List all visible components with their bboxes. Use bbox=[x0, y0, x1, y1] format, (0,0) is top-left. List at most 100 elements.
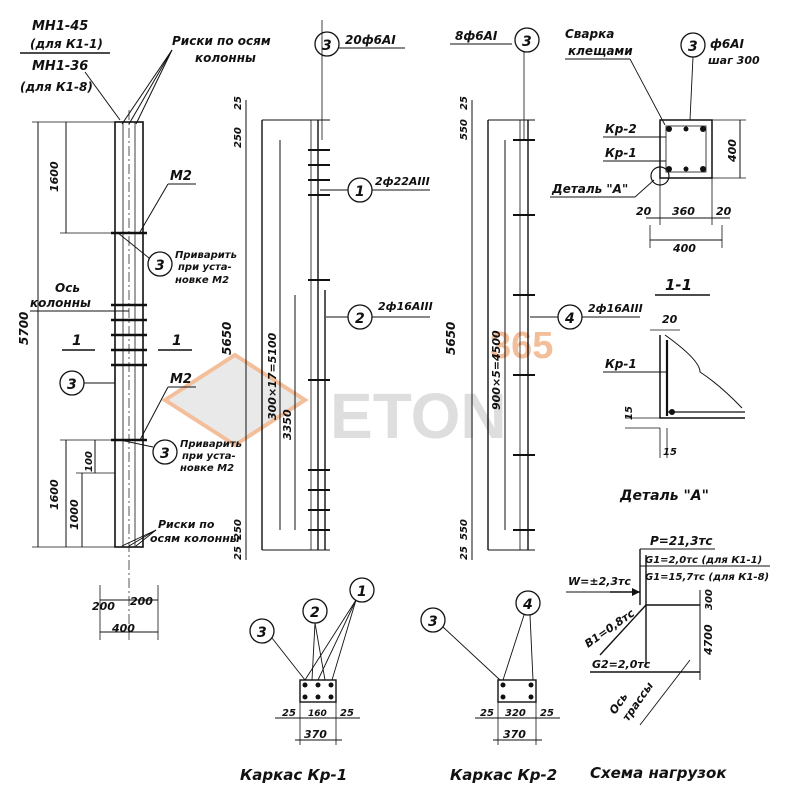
marker-3-weld-bottom-label: 3 bbox=[160, 446, 170, 462]
load-scheme-caption: Схема нагрузок bbox=[590, 764, 727, 782]
dim-5700: 5700 bbox=[17, 312, 31, 345]
kr2-dim-25-bottom: 25 bbox=[459, 546, 470, 560]
marker-1-kr1-section bbox=[349, 577, 375, 603]
marker-4-kr2-section-label: 4 bbox=[522, 597, 533, 613]
dim-1600-top: 1600 bbox=[48, 161, 61, 192]
watermark-logo-icon bbox=[161, 352, 309, 448]
column-mark-line2: (для К1-1) bbox=[30, 37, 103, 51]
column-elevation: МН1-45 (для К1-1) МН1-36 (для К1-8) 5700… bbox=[17, 19, 271, 640]
note-risks-top-2: колонны bbox=[195, 51, 256, 65]
marker-3-kr1-section-label: 3 bbox=[257, 625, 267, 641]
load-scheme: P=21,3тс G1=2,0тс (для К1-1) G1=15,7тс (… bbox=[566, 534, 770, 782]
marker-4-kr2-label: 4 bbox=[564, 311, 575, 327]
marker-3-kr2-section bbox=[420, 607, 446, 633]
marker-3-weld-bottom bbox=[152, 439, 178, 465]
kr2-dim-5650: 5650 bbox=[444, 322, 458, 355]
kr1-pos3-label: 20ф6АI bbox=[345, 33, 396, 47]
marker-3-kr2 bbox=[514, 27, 540, 53]
marker-3-detail-label: 3 bbox=[688, 39, 698, 55]
watermark-word: ETON bbox=[330, 380, 507, 452]
watermark: ETON 365 bbox=[161, 325, 553, 452]
marker-3-kr1-label: 3 bbox=[322, 38, 332, 54]
kr1-section-caption: Каркас Кр-1 bbox=[240, 766, 347, 784]
detail-kr2-label: Кр-2 bbox=[605, 122, 637, 136]
kr1-dim-25-bottom: 25 bbox=[233, 546, 244, 560]
marker-1-kr1-label: 1 bbox=[355, 184, 365, 200]
dim-100: 100 bbox=[84, 451, 95, 472]
note-risks-top-1: Риски по осям bbox=[172, 34, 271, 48]
kr2-pos3-label: 8ф6АI bbox=[455, 29, 498, 43]
marker-2-kr1-label: 2 bbox=[355, 311, 365, 327]
kr2-dim-550-bottom: 550 bbox=[459, 519, 470, 540]
weld-note-top-1: Приварить bbox=[175, 250, 237, 261]
detail-dim-20-right: 20 bbox=[716, 205, 732, 218]
kr1-pos1-label: 2ф22АIII bbox=[375, 175, 430, 188]
kr1-dim-5650: 5650 bbox=[220, 322, 234, 355]
watermark-digits: 365 bbox=[490, 325, 553, 367]
load-G1b: G1=15,7тс (для К1-8) bbox=[645, 572, 769, 583]
kr2-dim-550-top: 550 bbox=[459, 119, 470, 140]
marker-3-kr2-section-label: 3 bbox=[428, 614, 438, 630]
load-dim-4700: 4700 bbox=[702, 624, 715, 656]
marker-3-kr2-label: 3 bbox=[522, 34, 532, 50]
kr2-section-dim-25-right: 25 bbox=[540, 708, 554, 719]
kr2-section-dim-25-left: 25 bbox=[480, 708, 494, 719]
weld-note-bottom-1: Приварить bbox=[180, 439, 242, 450]
detail-dim-400-h: 400 bbox=[672, 242, 696, 255]
weld-note-top-3: новке М2 bbox=[175, 275, 229, 286]
kr1-dim-300x17: 300×17=5100 bbox=[266, 332, 279, 420]
detail-pos3-1: ф6АI bbox=[710, 37, 745, 51]
dim-400: 400 bbox=[111, 622, 135, 635]
kr2-section-caption: Каркас Кр-2 bbox=[450, 766, 557, 784]
axis-label-1: Ось bbox=[55, 281, 80, 295]
note-risks-bottom-2: осям колонны bbox=[150, 532, 240, 545]
kr2-section-dim-370: 370 bbox=[503, 728, 526, 741]
weld-note-bottom-2: при уста- bbox=[182, 451, 236, 462]
dim-200-left: 200 bbox=[92, 600, 115, 613]
column-mark-line3: МН1-36 bbox=[32, 59, 88, 74]
detail-dim-400-v: 400 bbox=[726, 139, 739, 163]
marker-1-kr1-section-label: 1 bbox=[357, 584, 367, 600]
kr1-dim-250-top: 250 bbox=[233, 127, 244, 148]
section-mark-right: 1 bbox=[172, 333, 182, 349]
detail-pos3-2: шаг 300 bbox=[708, 54, 760, 67]
detail-dim-20-left: 20 bbox=[636, 205, 652, 218]
note-risks-bottom-1: Риски по bbox=[158, 518, 215, 531]
kr1-section: 3 2 1 25 160 25 370 Каркас Кр-1 bbox=[240, 577, 375, 784]
marker-3-weld-top bbox=[147, 251, 173, 277]
axis-label-2: колонны bbox=[30, 296, 91, 310]
column-mark-line4: (для К1-8) bbox=[20, 80, 93, 94]
section-1-1-title: 1-1 bbox=[665, 276, 692, 294]
kr1-section-dim-25-left: 25 bbox=[282, 708, 296, 719]
detail-a-plan: Сварка клещами 3 ф6АI шаг 300 Кр-2 Кр-1 … bbox=[550, 27, 760, 255]
kr1-dim-250-bottom: 250 bbox=[233, 519, 244, 540]
detail-weld-note-2: клещами bbox=[568, 44, 633, 58]
marker-4-kr2-section bbox=[515, 590, 541, 616]
kr1-section-dim-25-right: 25 bbox=[340, 708, 354, 719]
kr1-section-dim-160: 160 bbox=[308, 709, 327, 719]
kr1-pos2-label: 2ф16АIII bbox=[378, 300, 433, 313]
detail-kr1-label: Кр-1 bbox=[605, 146, 637, 160]
kr2-dim-900x5: 900×5=4500 bbox=[490, 330, 503, 410]
dim-1000: 1000 bbox=[68, 499, 81, 530]
section-kr1-label: Кр-1 bbox=[605, 357, 637, 371]
marker-3-weld-top-label: 3 bbox=[155, 258, 165, 274]
load-W: W=±2,3тс bbox=[568, 575, 631, 588]
section-1-1: 1-1 20 Кр-1 15 15 Деталь "А" bbox=[603, 276, 745, 504]
marker-3-kr1 bbox=[314, 31, 340, 57]
load-P: P=21,3тс bbox=[650, 534, 713, 548]
section-dim-15-a: 15 bbox=[624, 406, 635, 420]
load-dim-300: 300 bbox=[704, 589, 715, 610]
marker-3-kr1-section bbox=[249, 618, 275, 644]
section-mark-left: 1 bbox=[72, 333, 82, 349]
kr1-dim-25-top: 25 bbox=[233, 96, 244, 110]
section-dim-15-b: 15 bbox=[663, 447, 677, 458]
m2-label-top: М2 bbox=[170, 169, 192, 184]
kr2-section-dim-320: 320 bbox=[505, 708, 526, 719]
load-G1a: G1=2,0тс (для К1-1) bbox=[645, 555, 762, 566]
kr1-dim-3350: 3350 bbox=[281, 409, 294, 440]
weld-note-bottom-3: новке М2 bbox=[180, 463, 234, 474]
kr1-elevation: 3 20ф6АI 1 2ф22АIII 2 2ф16АIII 25 250 56… bbox=[220, 20, 433, 560]
section-caption: Деталь "А" bbox=[619, 488, 709, 504]
